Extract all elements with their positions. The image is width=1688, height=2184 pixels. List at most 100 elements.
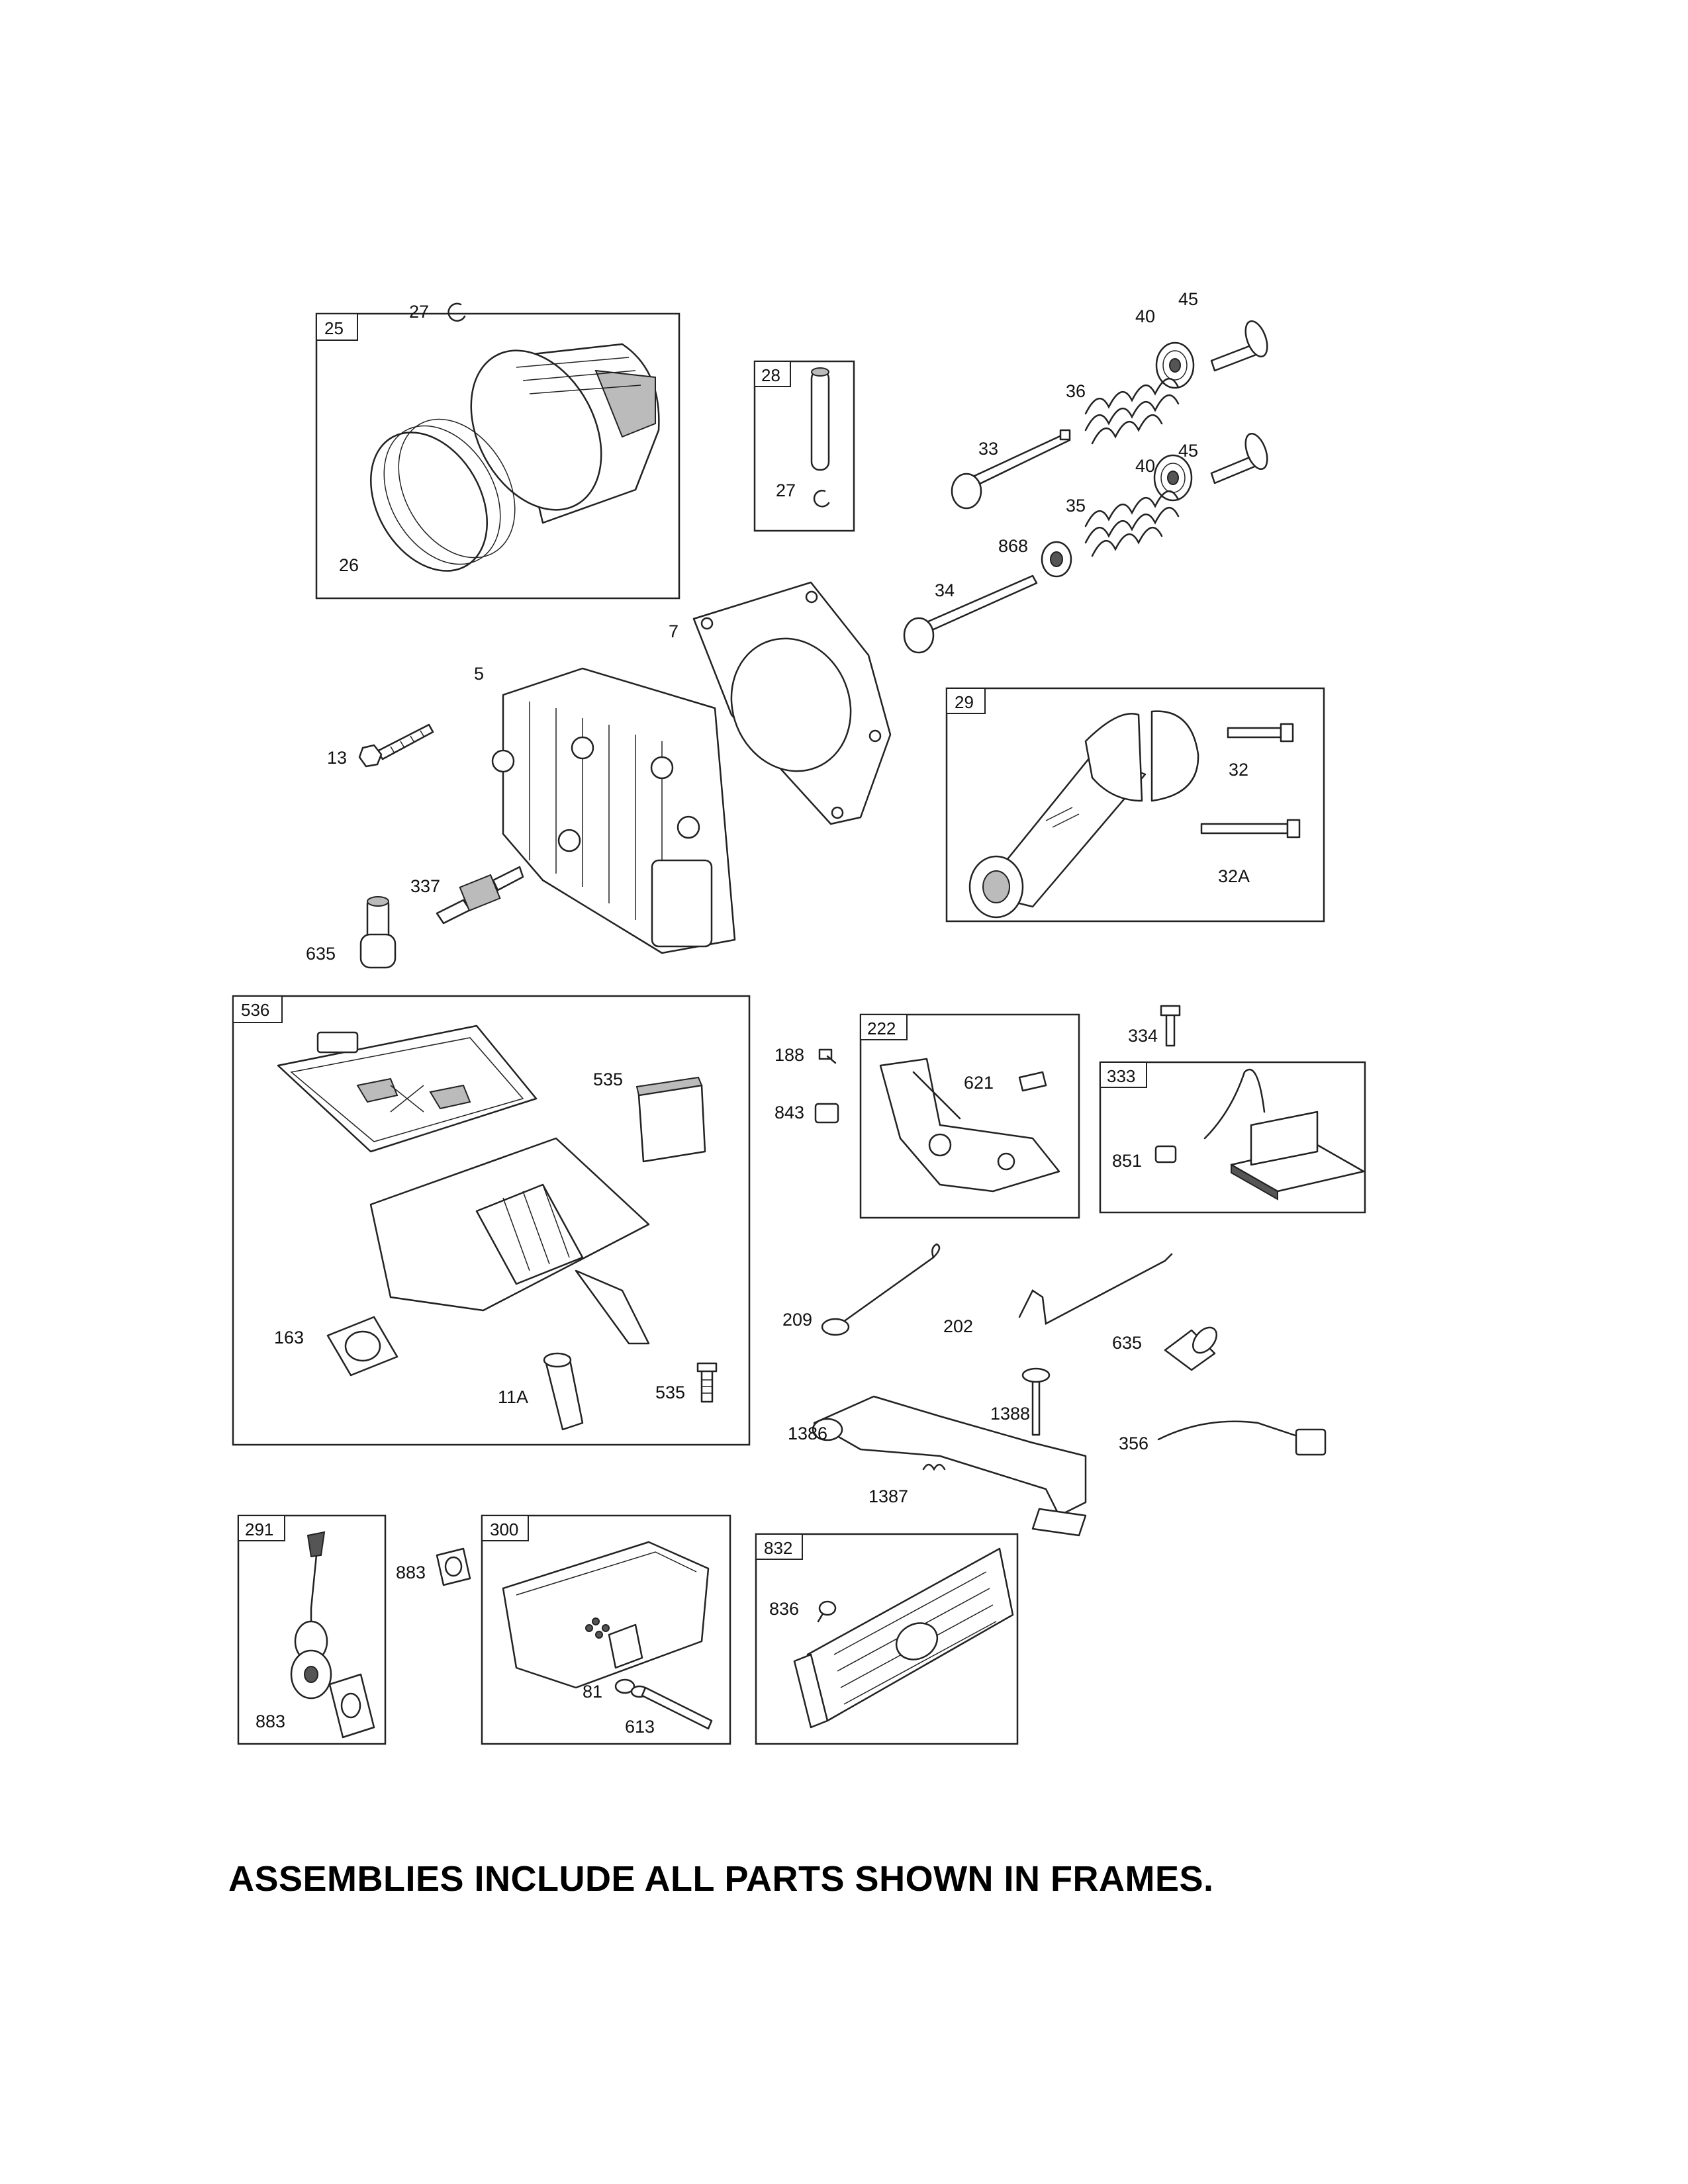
- air-cleaner-cover-icon: [277, 1024, 538, 1153]
- callout-27: 27: [409, 302, 429, 322]
- callout-163: 163: [274, 1328, 304, 1347]
- head-gasket-icon: [692, 581, 892, 825]
- callout-45-b: 45: [1178, 441, 1198, 461]
- lever-spring-icon: [922, 1463, 946, 1471]
- control-bracket-icon: [879, 1058, 1060, 1193]
- callout-35: 35: [1066, 496, 1086, 516]
- valve-spring-icon: [1084, 490, 1180, 557]
- screw-icon: [696, 1362, 718, 1403]
- screw-icon: [817, 1600, 837, 1623]
- callout-613: 613: [625, 1717, 655, 1737]
- callout-836: 836: [769, 1599, 799, 1619]
- frame-28-wrist-pin: 28 27: [753, 360, 855, 532]
- callout-851: 851: [1112, 1151, 1142, 1171]
- callout-32A: 32A: [1218, 866, 1250, 886]
- ignition-armature-icon: [1203, 1068, 1365, 1201]
- callout-635: 635: [306, 944, 336, 964]
- oil-fill-tube-icon: [290, 1531, 332, 1700]
- valve-spring-icon: [1084, 377, 1180, 445]
- piston-icon: [470, 343, 660, 524]
- screw-icon: [1160, 1005, 1181, 1047]
- piston-rings-icon: [370, 418, 516, 572]
- valve-spring-cap-icon: [1153, 454, 1193, 502]
- assemblies-note: ASSEMBLIES INCLUDE ALL PARTS SHOWN IN FR…: [228, 1859, 1214, 1899]
- callout-33: 33: [978, 439, 998, 459]
- exhaust-valve-icon: [903, 574, 1038, 654]
- rod-bolt-icon: [1200, 819, 1301, 839]
- callout-13: 13: [327, 748, 347, 768]
- frame-222-control-bracket: 222 621: [859, 1013, 1080, 1219]
- air-filter-icon: [635, 1076, 706, 1163]
- frame-label-333: 333: [1107, 1066, 1135, 1086]
- spark-plug-boot-icon: [359, 896, 397, 969]
- air-cleaner-gasket-icon: [326, 1316, 399, 1377]
- callout-883-b: 883: [256, 1711, 285, 1731]
- callout-36: 36: [1066, 381, 1086, 401]
- callout-5: 5: [474, 664, 484, 684]
- spark-plug-boot-icon: [1164, 1326, 1217, 1371]
- callout-34: 34: [935, 580, 955, 600]
- valve-retainer-icon: [1210, 320, 1268, 372]
- callout-883: 883: [396, 1563, 426, 1582]
- air-cleaner-base-icon: [369, 1137, 650, 1345]
- callout-1386: 1386: [788, 1424, 827, 1443]
- frame-label-25: 25: [324, 318, 344, 338]
- muffler-icon: [502, 1541, 710, 1689]
- gasket-icon: [328, 1673, 375, 1739]
- valve-train-parts: 45 40 36 33 45 40 35 868 34: [903, 289, 1268, 654]
- callout-202: 202: [943, 1316, 973, 1336]
- valve-spring-cap-icon: [1155, 341, 1195, 389]
- gasket-icon: [436, 1547, 471, 1586]
- callout-45: 45: [1178, 289, 1198, 309]
- callout-81: 81: [583, 1682, 602, 1702]
- callout-1388: 1388: [990, 1404, 1030, 1424]
- frame-25-piston-assembly: 25 27 26: [315, 302, 680, 600]
- callout-635-b: 635: [1112, 1333, 1142, 1353]
- pad-icon: [814, 1103, 839, 1124]
- callout-356: 356: [1119, 1433, 1149, 1453]
- frame-291-oil-fill: 291 883: [237, 1514, 387, 1745]
- cylinder-head-icon: [491, 667, 736, 954]
- frame-label-536: 536: [241, 1000, 269, 1020]
- callout-209: 209: [782, 1310, 812, 1330]
- frame-label-29: 29: [955, 692, 974, 712]
- callout-27-b: 27: [776, 480, 796, 500]
- intake-valve-icon: [951, 429, 1071, 510]
- callout-7: 7: [669, 621, 679, 641]
- callout-535: 535: [593, 1069, 623, 1089]
- frame-333-ignition-armature: 333 851: [1099, 1061, 1366, 1214]
- wire-terminal-icon: [1154, 1145, 1177, 1163]
- frame-label-28: 28: [761, 365, 780, 385]
- frame-label-300: 300: [490, 1520, 518, 1539]
- callout-621: 621: [964, 1073, 994, 1093]
- head-bolt-icon: [358, 723, 434, 768]
- frame-label-832: 832: [764, 1538, 792, 1558]
- valve-retainer-icon: [1210, 433, 1268, 484]
- frame-29-connecting-rod: 29 32 32A: [945, 687, 1325, 923]
- breather-tube-icon: [543, 1352, 584, 1431]
- callout-40: 40: [1135, 306, 1155, 326]
- snap-ring-icon: [447, 302, 466, 322]
- governor-spring-icon: [821, 1243, 941, 1336]
- ground-wire-icon: [1157, 1420, 1327, 1456]
- frame-832-muffler-guard: 832 836: [755, 1533, 1019, 1745]
- callout-334: 334: [1128, 1026, 1158, 1046]
- callout-40-b: 40: [1135, 456, 1155, 476]
- callout-868: 868: [998, 536, 1028, 556]
- governor-link-icon: [1018, 1253, 1173, 1325]
- valve-seal-icon: [1041, 541, 1072, 578]
- screw-icon: [818, 1048, 837, 1064]
- armature-screw: 334: [1128, 1005, 1181, 1047]
- clip-icon: [1018, 1071, 1047, 1092]
- control-lever-icon: [812, 1395, 1087, 1537]
- callout-11A: 11A: [498, 1387, 528, 1407]
- frame-label-222: 222: [867, 1019, 896, 1038]
- cylinder-head-group: 7 5 13 337 635: [306, 581, 892, 969]
- callout-843: 843: [774, 1103, 804, 1122]
- loose-gasket-883: 883: [396, 1547, 471, 1586]
- frame-536-air-cleaner: 536: [232, 995, 751, 1446]
- loose-small-parts: 188 843: [774, 1045, 839, 1124]
- frame-label-291: 291: [245, 1520, 273, 1539]
- callout-32: 32: [1229, 760, 1248, 780]
